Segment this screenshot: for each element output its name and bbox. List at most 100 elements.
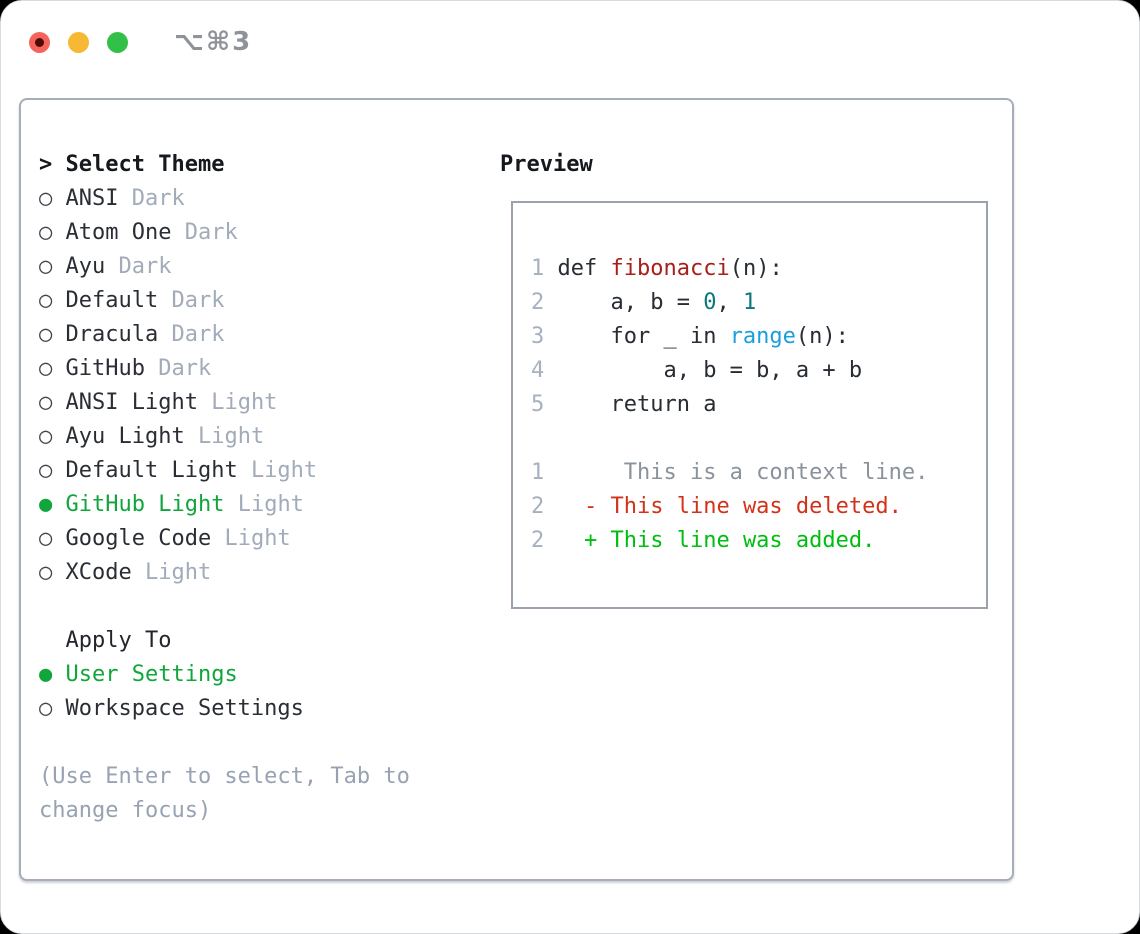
option-name: XCode (65, 560, 132, 585)
code-segment: , (716, 290, 743, 315)
theme-option[interactable]: ○ Google Code Light (39, 522, 484, 556)
code-segment: + This line was added. (584, 528, 876, 553)
theme-option[interactable]: ○ Default Dark (39, 284, 484, 318)
code-segment: (n): (729, 256, 783, 281)
theme-option[interactable]: ○ GitHub Dark (39, 352, 484, 386)
option-name: User Settings (65, 662, 238, 687)
code-line: 2 - This line was deleted. (531, 490, 986, 524)
theme-option[interactable]: ○ Default Light Light (39, 454, 484, 488)
zoom-button[interactable] (107, 31, 128, 53)
option-name: Default Light (65, 458, 238, 483)
option-variant: Dark (158, 356, 212, 381)
radio-selected-icon: ● (39, 662, 53, 687)
apply-option-list: ● User Settings○ Workspace Settings (39, 658, 484, 726)
line-number: 3 (531, 324, 545, 349)
radio-unselected-icon: ○ (39, 356, 53, 381)
theme-option[interactable]: ○ XCode Light (39, 556, 484, 590)
line-number: 1 (531, 256, 545, 281)
code-segment: def (557, 256, 611, 281)
theme-option[interactable]: ○ Ayu Light Light (39, 420, 484, 454)
code-segment (558, 494, 585, 519)
preview-header: Preview (500, 152, 593, 177)
code-segment: fibonacci (610, 256, 730, 281)
line-number: 2 (531, 494, 545, 519)
window-titlebar: ⌥⌘3 (29, 27, 252, 57)
window-title: ⌥⌘3 (174, 27, 253, 57)
theme-option[interactable]: ● GitHub Light Light (39, 488, 484, 522)
theme-option[interactable]: ○ Ayu Dark (39, 250, 484, 284)
line-number: 2 (531, 290, 545, 315)
radio-unselected-icon: ○ (39, 186, 53, 211)
code-segment: - This line was deleted. (584, 494, 902, 519)
theme-option[interactable]: ○ ANSI Dark (39, 182, 484, 216)
option-name: Default (65, 288, 159, 313)
radio-unselected-icon: ○ (39, 254, 53, 279)
option-variant: Light (237, 492, 304, 517)
radio-selected-icon: ● (39, 492, 53, 517)
line-number: 5 (531, 392, 545, 417)
theme-column: > Select Theme ○ ANSI Dark○ Atom One Dar… (39, 148, 484, 828)
code-line: 5 return a (531, 388, 986, 422)
option-name: ANSI Light (65, 390, 198, 415)
radio-unselected-icon: ○ (39, 288, 53, 313)
option-name: GitHub (65, 356, 145, 381)
code-segment: return a (557, 392, 717, 417)
close-dot-icon (35, 37, 44, 47)
theme-option-list: ○ ANSI Dark○ Atom One Dark○ Ayu Dark○ De… (39, 182, 484, 590)
option-name: Google Code (65, 526, 212, 551)
code-line: 1 def fibonacci(n): (531, 252, 986, 286)
close-button[interactable] (29, 31, 50, 53)
code-line: 2 a, b = 0, 1 (531, 286, 986, 320)
code-segment (558, 528, 585, 553)
apply-to-title: Apply To (65, 628, 172, 653)
code-line: 1 This is a context line. (531, 456, 986, 490)
apply-to-header: Apply To (39, 624, 484, 658)
radio-unselected-icon: ○ (39, 458, 53, 483)
theme-option[interactable]: ○ ANSI Light Light (39, 386, 484, 420)
main-panel: > Select Theme ○ ANSI Dark○ Atom One Dar… (19, 98, 1014, 881)
option-variant: Dark (171, 322, 225, 347)
theme-option[interactable]: ○ Atom One Dark (39, 216, 484, 250)
line-number: 2 (531, 528, 545, 553)
select-theme-header: > Select Theme (39, 148, 484, 182)
theme-option[interactable]: ○ Dracula Dark (39, 318, 484, 352)
minimize-button[interactable] (68, 31, 89, 53)
option-variant: Light (197, 424, 265, 449)
hint-text: (Use Enter to select, Tab to change focu… (39, 764, 410, 823)
option-name: Ayu (65, 254, 106, 279)
code-segment: a, b = (557, 290, 704, 315)
line-number: 1 (531, 460, 545, 485)
code-segment: (n): (795, 324, 849, 349)
option-name: Atom One (65, 220, 172, 245)
select-theme-title: Select Theme (65, 152, 225, 177)
code-segment: a, b = b, a + b (557, 358, 863, 383)
radio-unselected-icon: ○ (39, 322, 53, 347)
radio-unselected-icon: ○ (39, 560, 53, 585)
option-variant: Light (224, 526, 291, 551)
radio-unselected-icon: ○ (39, 424, 53, 449)
radio-unselected-icon: ○ (39, 390, 53, 415)
code-segment: 1 (742, 290, 757, 315)
prompt-icon: > (39, 152, 53, 177)
option-variant: Dark (131, 186, 185, 211)
radio-unselected-icon: ○ (39, 220, 53, 245)
code-segment: 0 (703, 290, 717, 315)
spacer (39, 726, 484, 760)
apply-option[interactable]: ● User Settings (39, 658, 484, 692)
spacer (39, 590, 484, 624)
code-segment: for _ in (557, 324, 730, 349)
radio-unselected-icon: ○ (39, 526, 53, 551)
option-variant: Dark (171, 288, 225, 313)
option-variant: Light (250, 458, 318, 483)
option-variant: Light (144, 560, 212, 585)
code-line: 2 + This line was added. (531, 524, 986, 558)
option-variant: Dark (118, 254, 172, 279)
apply-option[interactable]: ○ Workspace Settings (39, 692, 484, 726)
option-name: Workspace Settings (65, 696, 304, 721)
option-name: GitHub Light (65, 492, 225, 517)
code-line: 3 for _ in range(n): (531, 320, 986, 354)
